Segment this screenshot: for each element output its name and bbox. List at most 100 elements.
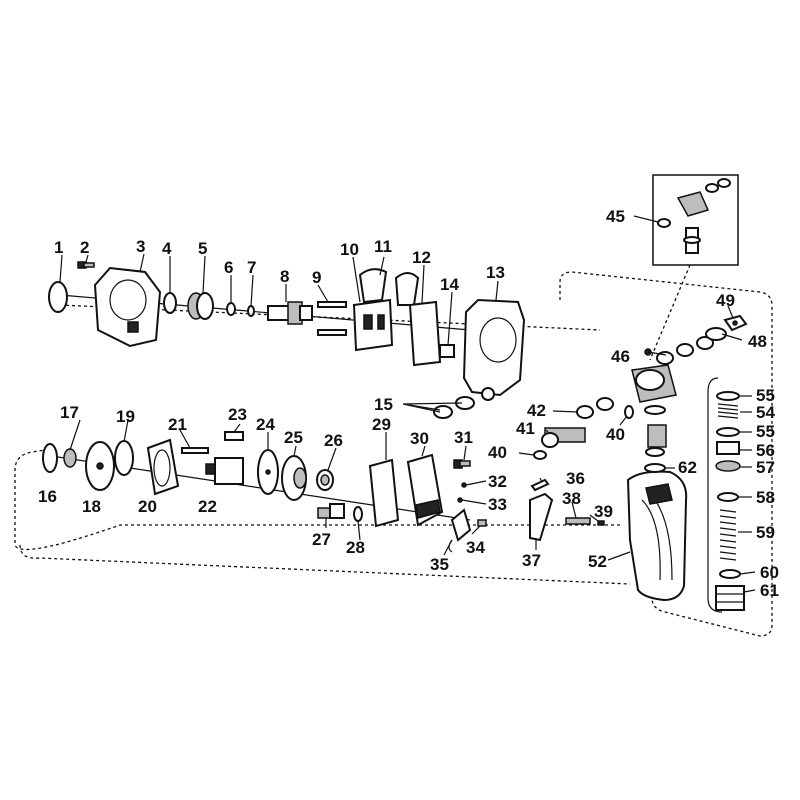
callout-8: 8 [280,267,289,286]
part-40-o-ring-a [533,450,547,460]
callout-6: 6 [224,258,233,277]
part-6-o-ring [226,302,236,316]
part-52-handle [626,470,688,602]
part-39-pin [597,520,605,526]
part-15-o-rings [433,396,475,419]
callout-28: 28 [346,538,365,557]
part-18-end-plate [85,441,115,491]
part-38-pin [565,517,591,525]
callout-45: 45 [606,207,625,226]
callout-49: 49 [716,291,735,310]
part-2-screw [77,261,95,269]
part-17-bearing [63,448,77,468]
part-61-air-inlet [715,585,745,611]
callout-39: 39 [594,502,613,521]
part-46-valve-body [631,348,677,403]
callout-3: 3 [136,237,145,256]
part-55-o-ring-top [716,391,740,401]
part-31-screw [453,459,471,469]
part-30-back-cover [406,453,444,527]
part-27-fitting [317,503,345,519]
callout-35: 35 [430,555,449,574]
callout-17: 17 [60,403,79,422]
callout-23: 23 [228,405,247,424]
callout-31: 31 [454,428,473,447]
handle-assembly-bracket [707,377,723,613]
part-33-spring [457,497,463,503]
part-19-gasket [114,440,134,476]
callout-37: 37 [522,551,541,570]
callout-14: 14 [440,275,459,294]
part-25-end-plate [281,455,307,501]
callout-24: 24 [256,415,275,434]
part-24-end-plate [257,449,279,495]
part-32-ball [461,482,467,488]
part-26-bearing [316,469,334,491]
callout-48: 48 [748,332,767,351]
callout-20: 20 [138,497,157,516]
callout-46: 46 [611,347,630,366]
part-12-gasket [408,300,442,367]
part-22-rotor [205,457,244,485]
part-36-spring-pin [530,478,550,492]
part-58-washer [717,492,739,502]
callout-16: 16 [38,487,57,506]
part-48-o-rings [656,327,727,365]
callout-41: 41 [516,419,535,438]
callout-10: 10 [340,240,359,259]
callout-4: 4 [162,239,172,258]
part-42-o-rings [576,397,614,419]
callout-19: 19 [116,407,135,426]
part-14-block [439,344,455,358]
part-40-o-ring-b [624,405,634,419]
callout-32: 32 [488,472,507,491]
callout-61: 61 [760,581,779,600]
callout-labels: 1 2 3 4 5 6 7 8 9 10 11 12 13 14 15 16 1… [38,207,779,600]
inset-leader-45 [649,264,691,361]
callout-2: 2 [80,238,89,257]
part-55-o-ring-bottom [716,427,740,437]
part-8-anvil [267,301,313,325]
callout-7: 7 [247,258,256,277]
callout-52: 52 [588,552,607,571]
part-60-washer [719,569,741,579]
callout-5: 5 [198,239,207,258]
callout-57: 57 [756,458,775,477]
callout-30: 30 [410,429,429,448]
part-29-gasket [368,458,400,528]
part-35-lever [448,508,472,553]
callout-21: 21 [168,415,187,434]
part-56-sleeve [716,441,740,455]
callout-34: 34 [466,538,485,557]
callout-38: 38 [562,489,581,508]
part-45-valve-assembly [657,178,731,254]
part-57-washer [715,460,741,472]
part-10-hammer-cage [352,298,394,352]
callout-25: 25 [284,428,303,447]
part-41-valve-spool [541,427,586,448]
assembly-boundary [14,271,773,637]
part-37-trigger [529,492,554,542]
part-3-front-housing [93,266,162,348]
callout-22: 22 [198,497,217,516]
callout-40b: 40 [606,425,625,444]
part-23-vanes [224,431,244,441]
leader-lines [59,215,756,593]
callout-40a: 40 [488,443,507,462]
callout-60: 60 [760,563,779,582]
part-inner-valve-stack [644,405,667,457]
part-1-retaining-ring [48,281,68,313]
part-4-washer [163,292,177,314]
part-49-screw [723,314,748,332]
callout-11: 11 [374,237,392,256]
callout-29: 29 [372,415,391,434]
callout-18: 18 [82,497,101,516]
callout-42: 42 [527,401,546,420]
assembly-boundary-mid [19,544,631,585]
part-11-hammers [358,268,420,306]
part-34-screw [477,519,487,527]
callout-13: 13 [486,263,505,282]
callout-58: 58 [756,488,775,507]
callout-54: 54 [756,403,775,422]
